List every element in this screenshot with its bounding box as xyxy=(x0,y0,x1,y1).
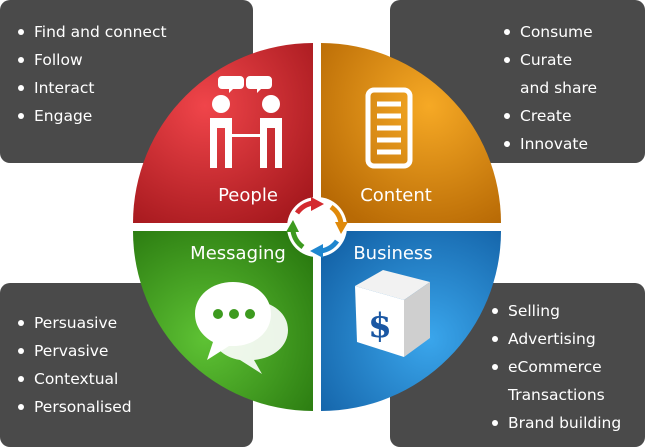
two-people-chatting-icon xyxy=(210,76,282,168)
speech-bubbles-icon xyxy=(195,282,288,374)
list-item: eCommerce xyxy=(490,353,621,381)
people-list: Find and connect Follow Interact Engage xyxy=(16,18,167,130)
quadrant-label-content: Content xyxy=(360,185,432,206)
list-item: Persuasive xyxy=(16,309,132,337)
list-item: Advertising xyxy=(490,325,621,353)
quadrant-label-messaging: Messaging xyxy=(190,243,286,264)
list-item: Contextual xyxy=(16,365,132,393)
dollar-box-icon: $ xyxy=(355,270,430,357)
list-item: Personalised xyxy=(16,393,132,421)
list-item: Innovate xyxy=(502,130,597,158)
list-item: Consume xyxy=(502,18,597,46)
dollar-symbol: $ xyxy=(368,306,392,346)
list-item: Follow xyxy=(16,46,167,74)
messaging-list: Persuasive Pervasive Contextual Personal… xyxy=(16,309,132,421)
list-item: Curate xyxy=(502,46,597,74)
list-item: Brand building xyxy=(490,409,621,437)
document-icon xyxy=(365,87,413,169)
list-item: Selling xyxy=(490,297,621,325)
list-item: Transactions xyxy=(508,386,605,404)
content-list: Consume Curate and share Create Innovate xyxy=(502,18,597,158)
business-list: Selling Advertising eCommerce Transactio… xyxy=(490,297,621,437)
list-item: Pervasive xyxy=(16,337,132,365)
list-item: Engage xyxy=(16,102,167,130)
quadrant-label-business: Business xyxy=(353,243,432,264)
list-item: Create xyxy=(502,102,597,130)
list-item: Interact xyxy=(16,74,167,102)
quadrant-label-people: People xyxy=(218,185,278,206)
list-item: Find and connect xyxy=(16,18,167,46)
list-item: and share xyxy=(520,79,598,97)
cycle-arrows-icon xyxy=(286,197,348,258)
